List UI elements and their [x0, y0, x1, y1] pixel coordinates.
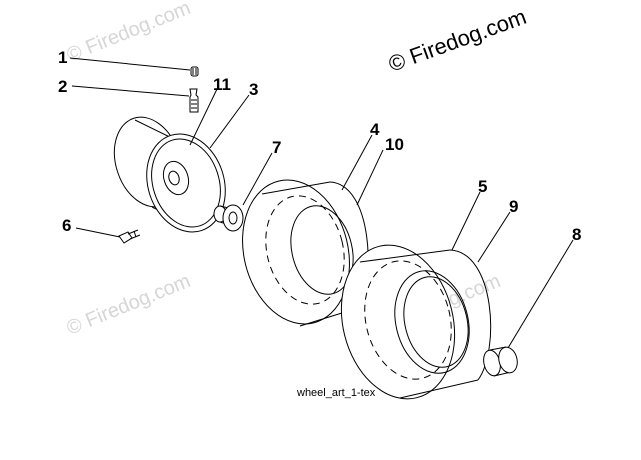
watermark-top-left: © Firedog.com [64, 0, 194, 67]
part-2-valve-stem [189, 88, 199, 113]
part-6-fitting [118, 229, 141, 244]
callout-10: 10 [385, 135, 404, 154]
callout-8: 8 [572, 225, 581, 244]
callout-9: 9 [509, 197, 518, 216]
callout-2: 2 [58, 77, 67, 96]
callout-7: 7 [272, 138, 281, 157]
leader-lines [69, 57, 574, 349]
callout-3: 3 [249, 80, 258, 99]
part-3-wheel-rim [113, 116, 226, 233]
callout-6: 6 [62, 216, 71, 235]
diagram-caption: wheel_art_1-tex [296, 387, 376, 399]
callout-11: 11 [213, 75, 231, 94]
callout-5: 5 [478, 177, 487, 196]
part-1-nut [190, 66, 199, 77]
part-7-bushing [213, 204, 244, 232]
callout-labels: 1 2 3 4 5 6 7 8 9 10 11 [58, 48, 581, 244]
watermark-bottom-left: © Firedog.com [64, 270, 194, 340]
callout-1: 1 [58, 48, 67, 67]
part-5-rear-tire [340, 244, 492, 400]
watermark-main: © Firedog.com [385, 4, 529, 77]
callout-4: 4 [370, 120, 380, 139]
part-8-cap [483, 346, 518, 377]
